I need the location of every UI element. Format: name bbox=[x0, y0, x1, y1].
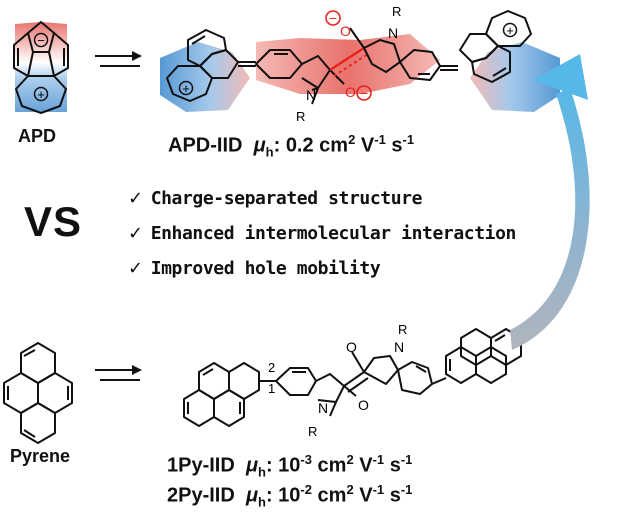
position-1-label: 1 bbox=[268, 381, 275, 396]
r-group: R bbox=[392, 4, 401, 19]
2py-iid-mobility: 2Py-IID μh: 10-2 cm2 V-1 s-1 bbox=[167, 482, 412, 510]
mu-subscript: h bbox=[258, 494, 266, 510]
apd-molecule bbox=[13, 21, 69, 114]
mobility-value: 10 bbox=[278, 484, 301, 507]
check-icon: ✓ bbox=[128, 223, 143, 244]
r-group: R bbox=[308, 424, 317, 439]
unit-s-exp: -1 bbox=[402, 132, 415, 147]
advantage-text: Enhanced intermolecular interaction bbox=[150, 223, 517, 244]
mu-symbol: μ bbox=[253, 134, 266, 157]
oxygen-atom: O bbox=[345, 84, 356, 100]
position-2-label: 2 bbox=[268, 360, 275, 375]
minus-charge-icon bbox=[356, 85, 372, 101]
reaction-arrows-top bbox=[95, 51, 142, 67]
unit-cm: cm bbox=[313, 134, 349, 157]
check-icon: ✓ bbox=[128, 258, 143, 279]
unit-s: s bbox=[384, 454, 401, 477]
advantage-text: Improved hole mobility bbox=[150, 258, 381, 279]
unit-s-exp: -1 bbox=[400, 452, 413, 467]
mobility-value: 0.2 bbox=[285, 134, 314, 157]
colon: : bbox=[273, 134, 286, 157]
advantage-text: Charge-separated structure bbox=[150, 188, 423, 209]
advantage-item: ✓ Charge-separated structure bbox=[128, 188, 516, 223]
mu-symbol: μ bbox=[245, 454, 258, 477]
reaction-arrows-bottom bbox=[95, 365, 142, 381]
unit-cm: cm bbox=[311, 484, 347, 507]
unit-cm: cm bbox=[311, 454, 347, 477]
plus-charge-icon bbox=[178, 80, 194, 96]
colon: : bbox=[265, 484, 279, 507]
pyrene-molecule bbox=[3, 342, 73, 444]
plus-sign: + bbox=[182, 81, 190, 96]
minus-charge-icon bbox=[325, 10, 341, 26]
r-group: R bbox=[296, 109, 305, 124]
oxygen-atom: O bbox=[358, 397, 369, 413]
plus-charge-icon bbox=[33, 86, 49, 102]
mobility-exponent: -2 bbox=[300, 482, 312, 497]
mu-subscript: h bbox=[265, 144, 274, 160]
nitrogen-atom: N bbox=[306, 87, 316, 103]
minus-sign: − bbox=[329, 10, 337, 26]
vs-label: VS bbox=[24, 198, 83, 245]
1py-iid-mobility: 1Py-IID μh: 10-3 cm2 V-1 s-1 bbox=[167, 452, 412, 480]
unit-cm-exp: 2 bbox=[346, 482, 354, 497]
mobility-value: 10 bbox=[278, 454, 301, 477]
pyrene-label: Pyrene bbox=[10, 446, 71, 466]
compound-name: 1Py-IID bbox=[167, 454, 235, 477]
unit-cm-exp: 2 bbox=[348, 132, 356, 147]
unit-s: s bbox=[384, 484, 401, 507]
plus-sign: + bbox=[506, 23, 514, 38]
nitrogen-atom: N bbox=[318, 400, 328, 416]
mobility-exponent: -3 bbox=[300, 452, 312, 467]
colon: : bbox=[265, 454, 279, 477]
unit-v: V bbox=[355, 134, 375, 157]
check-icon: ✓ bbox=[128, 188, 143, 209]
unit-v: V bbox=[353, 484, 373, 507]
unit-s-exp: -1 bbox=[400, 482, 413, 497]
minus-sign: − bbox=[360, 85, 368, 101]
compound-name: 2Py-IID bbox=[167, 484, 235, 507]
plus-charge-sign: + bbox=[37, 87, 45, 102]
unit-v-exp: -1 bbox=[374, 132, 386, 147]
unit-v: V bbox=[353, 454, 373, 477]
apd-iid-molecule: + + − − O O N R N R bbox=[160, 4, 560, 124]
advantage-item: ✓ Enhanced intermolecular interaction bbox=[128, 223, 516, 258]
r-group: R bbox=[398, 322, 407, 337]
py-iid-labels: 2 1 O N R O N R bbox=[268, 322, 407, 439]
oxygen-atom: O bbox=[340, 23, 351, 39]
improvement-arrow bbox=[510, 54, 590, 350]
compound-name: APD-IID bbox=[168, 134, 243, 157]
advantages-list: ✓ Charge-separated structure ✓ Enhanced in… bbox=[128, 188, 516, 293]
nitrogen-atom: N bbox=[394, 339, 404, 355]
minus-charge-sign: − bbox=[37, 33, 45, 48]
unit-cm-exp: 2 bbox=[346, 452, 354, 467]
mu-subscript: h bbox=[258, 464, 266, 480]
advantage-item: ✓ Improved hole mobility bbox=[128, 258, 516, 293]
plus-charge-icon bbox=[502, 22, 518, 38]
minus-charge-icon bbox=[33, 32, 49, 48]
apd-iid-mobility: APD-IID μh: 0.2 cm2 V-1 s-1 bbox=[168, 132, 414, 160]
unit-v-exp: -1 bbox=[372, 482, 385, 497]
apd-label: APD bbox=[18, 126, 57, 146]
oxygen-atom: O bbox=[346, 339, 357, 355]
unit-v-exp: -1 bbox=[372, 452, 385, 467]
unit-s: s bbox=[385, 134, 403, 157]
mu-symbol: μ bbox=[245, 484, 258, 507]
py-iid-molecule bbox=[183, 328, 522, 427]
nitrogen-atom: N bbox=[388, 25, 398, 41]
